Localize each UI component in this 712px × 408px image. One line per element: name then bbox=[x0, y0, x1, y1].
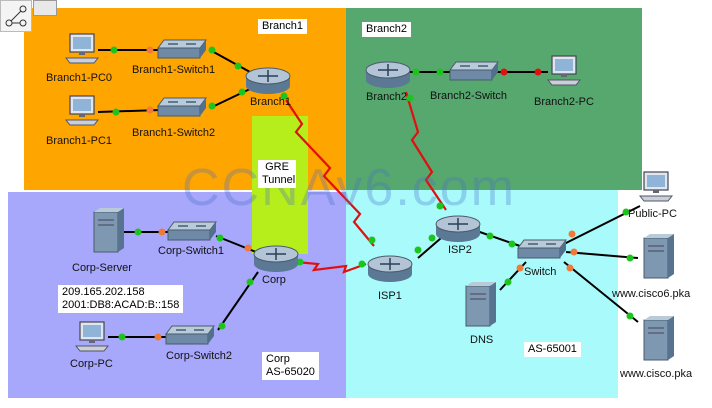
corp-switch1-label[interactable]: Corp-Switch1 bbox=[158, 245, 225, 257]
isp-switch-icon bbox=[517, 239, 567, 259]
branch1-pc0-label[interactable]: Branch1-PC0 bbox=[46, 72, 113, 84]
corp-ipv4-address: 209.165.202.158 bbox=[62, 286, 145, 298]
public-pc-icon bbox=[639, 171, 673, 202]
branch2-pc-label[interactable]: Branch2-PC bbox=[534, 96, 594, 108]
branch1-switch1-label[interactable]: Branch1-Switch1 bbox=[132, 64, 216, 76]
gre-label-line2: Tunnel bbox=[262, 174, 296, 186]
branch2-router-icon bbox=[365, 61, 411, 89]
cisco6-label[interactable]: www.cisco6.pka bbox=[612, 288, 691, 300]
branch1-switch2-label[interactable]: Branch1-Switch2 bbox=[132, 127, 216, 139]
serial-branch1-isp1 bbox=[285, 99, 375, 247]
corp-switch2-icon bbox=[165, 325, 215, 345]
branch1-pc1-label[interactable]: Branch1-PC1 bbox=[46, 135, 113, 147]
branch1-router-label[interactable]: Branch1 bbox=[250, 96, 291, 108]
corp-zone-label: Corp AS-65020 bbox=[262, 352, 319, 380]
isp2-router-icon bbox=[435, 215, 481, 243]
branch2-pc-icon bbox=[547, 55, 581, 86]
dns-server-icon bbox=[465, 281, 497, 327]
cisco6-server-icon bbox=[643, 233, 675, 279]
branch1-pc1-icon bbox=[65, 95, 99, 126]
public-pc-label[interactable]: Public-PC bbox=[628, 208, 677, 220]
watermark: CCNAv6.com bbox=[182, 159, 517, 217]
corp-router-label[interactable]: Corp bbox=[262, 274, 286, 286]
gre-tunnel-label: GRE Tunnel bbox=[258, 160, 296, 188]
corp-zone-label-line2: AS-65020 bbox=[266, 366, 315, 378]
corp-switch2-label[interactable]: Corp-Switch2 bbox=[166, 350, 233, 362]
corp-ipv6-address: 2001:DB8:ACAD:B::158 bbox=[62, 299, 180, 311]
gre-label-line1: GRE bbox=[265, 161, 289, 173]
link-switch-cisco bbox=[563, 261, 639, 323]
corp-zone-label-line1: Corp bbox=[266, 353, 290, 365]
isp1-label[interactable]: ISP1 bbox=[378, 290, 402, 302]
isp1-router-icon bbox=[367, 255, 413, 283]
isp-switch-label[interactable]: Switch bbox=[524, 266, 557, 278]
branch1-router-icon bbox=[245, 67, 291, 95]
corp-router-icon bbox=[253, 245, 299, 273]
cisco-label[interactable]: www.cisco.pka bbox=[620, 368, 693, 380]
branch1-pc0-icon bbox=[65, 33, 99, 64]
link-switch1-branch1 bbox=[209, 49, 251, 73]
link-status-dots bbox=[110, 46, 634, 341]
corp-server-icon bbox=[93, 207, 125, 253]
corp-pc-icon bbox=[75, 321, 109, 352]
branch2-switch-label[interactable]: Branch2-Switch bbox=[430, 90, 508, 102]
link-switch-cisco6 bbox=[565, 251, 639, 259]
corp-switch1-icon bbox=[167, 221, 217, 241]
branch2-router-label[interactable]: Branch2 bbox=[366, 91, 407, 103]
corp-pc-label[interactable]: Corp-PC bbox=[70, 358, 113, 370]
link-switch2-branch1 bbox=[209, 87, 253, 109]
branch1-switch1-icon bbox=[157, 39, 207, 59]
isp2-label[interactable]: ISP2 bbox=[448, 244, 472, 256]
isp-zone-label: AS-65001 bbox=[524, 342, 581, 357]
branch2-zone bbox=[346, 8, 642, 190]
branch1-zone-label: Branch1 bbox=[258, 19, 307, 34]
branch2-switch-icon bbox=[449, 61, 499, 81]
corp-server-label[interactable]: Corp-Server bbox=[72, 262, 132, 274]
dns-label[interactable]: DNS bbox=[470, 334, 494, 346]
window-icon[interactable] bbox=[33, 0, 57, 16]
branch1-switch2-icon bbox=[157, 97, 207, 117]
branch2-zone-label: Branch2 bbox=[362, 22, 411, 37]
corp-address-note: 209.165.202.158 2001:DB8:ACAD:B::158 bbox=[58, 285, 184, 313]
cisco-server-icon bbox=[643, 315, 675, 361]
serial-corp-isp1 bbox=[295, 260, 367, 274]
serial-branch2-isp2 bbox=[404, 91, 447, 211]
network-tool-icon[interactable] bbox=[0, 0, 32, 32]
